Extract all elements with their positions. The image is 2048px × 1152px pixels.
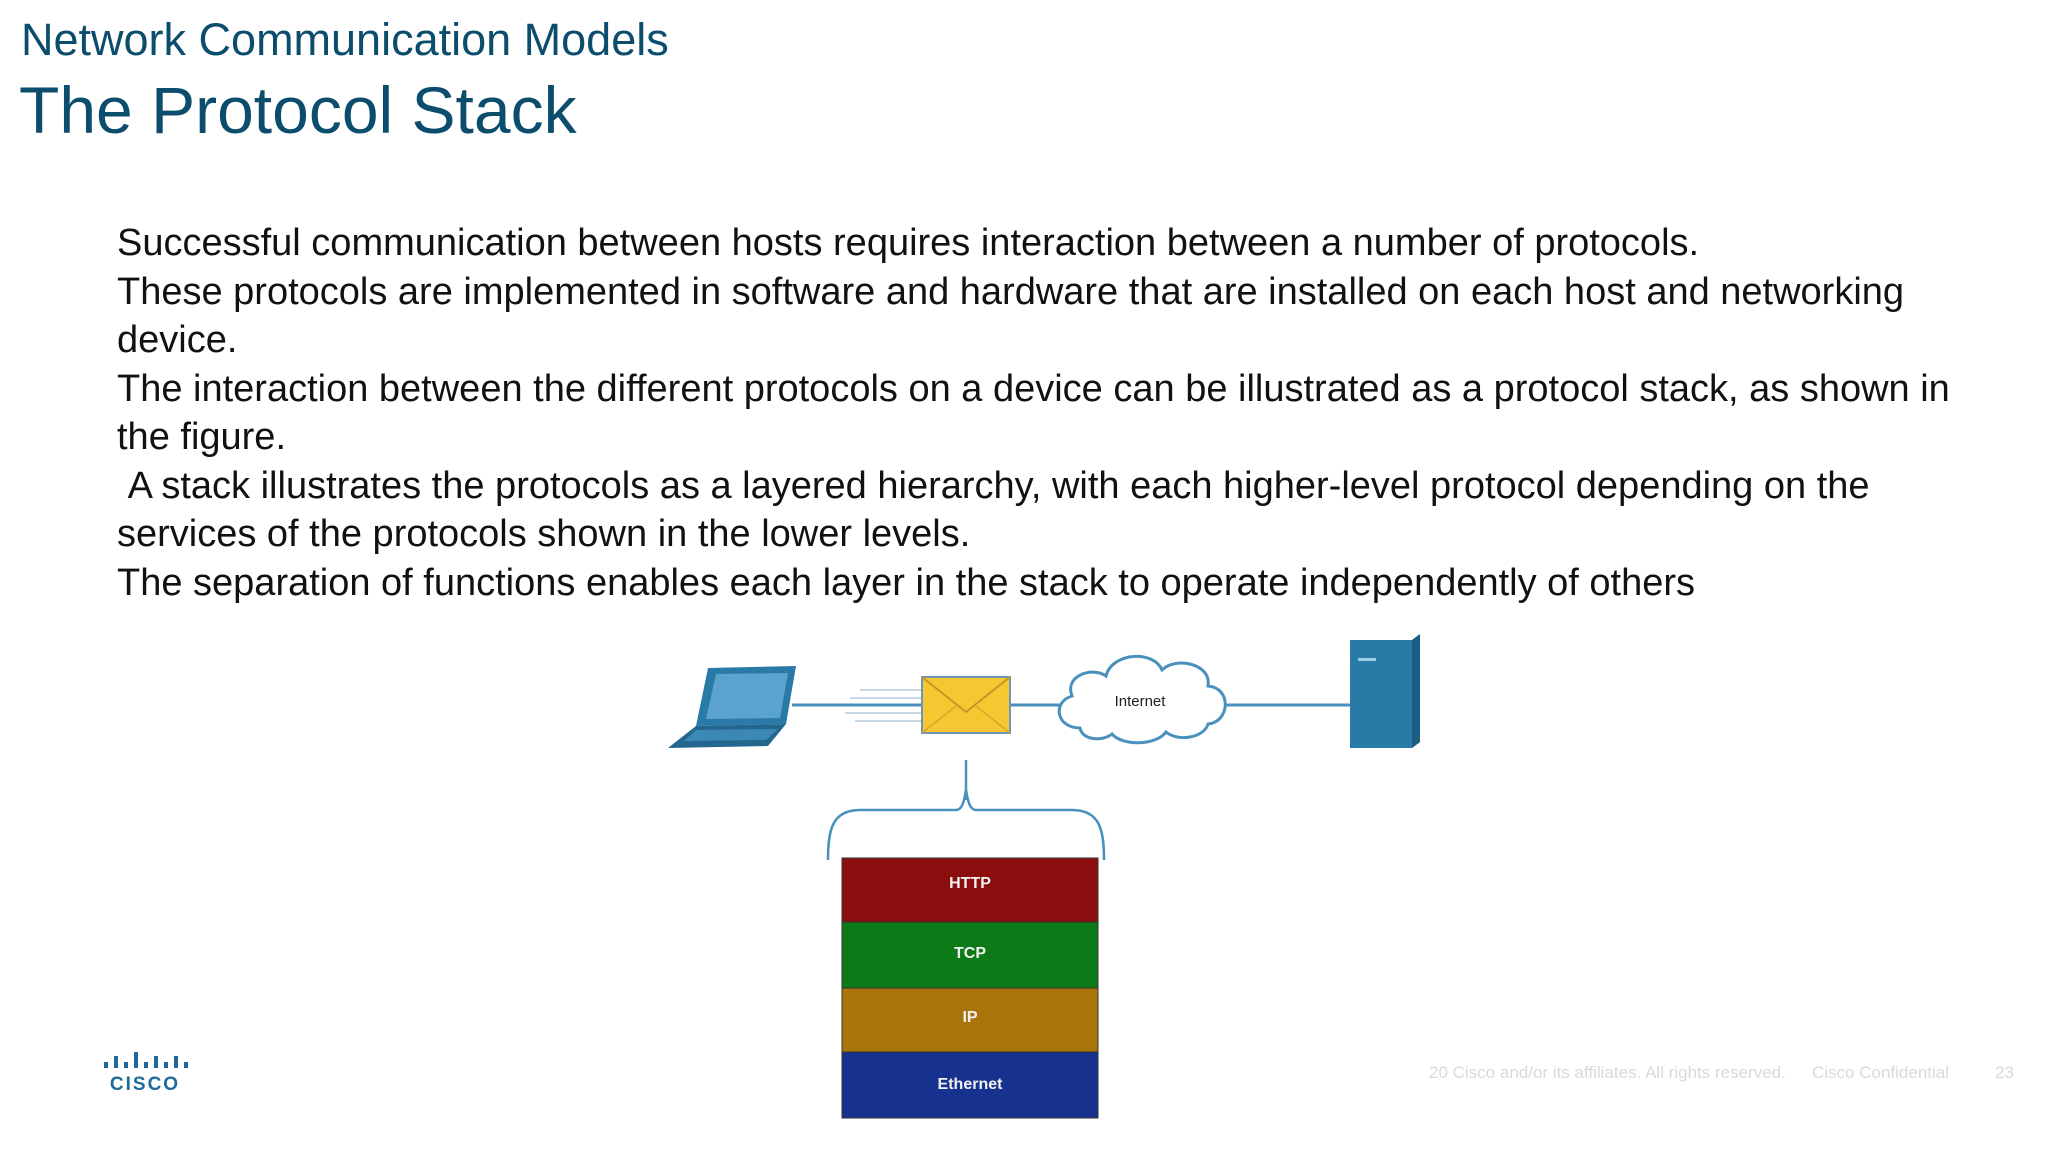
protocol-stack-figure: Internet HTTP TCP xyxy=(660,630,1440,1130)
stack-layer-label: Ethernet xyxy=(938,1076,1004,1093)
paragraph: These protocols are implemented in softw… xyxy=(117,270,1905,362)
stack-layer-label: IP xyxy=(962,1009,977,1026)
brace xyxy=(826,789,1106,861)
page-title: The Protocol Stack xyxy=(19,73,577,147)
stack-layer-label: HTTP xyxy=(949,875,991,892)
protocol-stack: HTTP TCP IP Ethernet xyxy=(841,857,1099,1119)
section-title: Network Communication Models xyxy=(21,14,669,65)
server-icon xyxy=(1350,634,1420,748)
stack-layer-ethernet: Ethernet xyxy=(841,1051,1099,1119)
internet-cloud-icon: Internet xyxy=(1057,655,1227,745)
body-text: Successful communication between hosts r… xyxy=(117,219,1997,607)
stack-layer-ip: IP xyxy=(841,987,1099,1053)
page-number: 23 xyxy=(1995,1063,2014,1082)
footer-copyright: 20 Cisco and/or its affiliates. All righ… xyxy=(1429,1063,1786,1082)
laptop-icon xyxy=(668,666,796,748)
stack-layer-label: TCP xyxy=(954,945,986,962)
cisco-logo: CISCO xyxy=(100,1050,190,1096)
protocol-stack-diagram: Internet HTTP TCP xyxy=(668,634,1420,1119)
motion-streaks xyxy=(845,689,922,722)
cloud-label: Internet xyxy=(1115,693,1167,710)
paragraph: The interaction between the different pr… xyxy=(117,367,1950,459)
envelope-icon xyxy=(921,676,1011,734)
paragraph: Successful communication between hosts r… xyxy=(117,222,1700,264)
paragraph: The separation of functions enables each… xyxy=(117,561,1696,604)
stack-layer-tcp: TCP xyxy=(841,921,1099,989)
cisco-bars-icon xyxy=(104,1052,188,1068)
paragraph: A stack illustrates the protocols as a l… xyxy=(117,464,1881,556)
logo-wordmark: CISCO xyxy=(109,1074,181,1095)
footer-classification: Cisco Confidential xyxy=(1812,1063,1950,1082)
stack-layer-http: HTTP xyxy=(841,857,1099,923)
